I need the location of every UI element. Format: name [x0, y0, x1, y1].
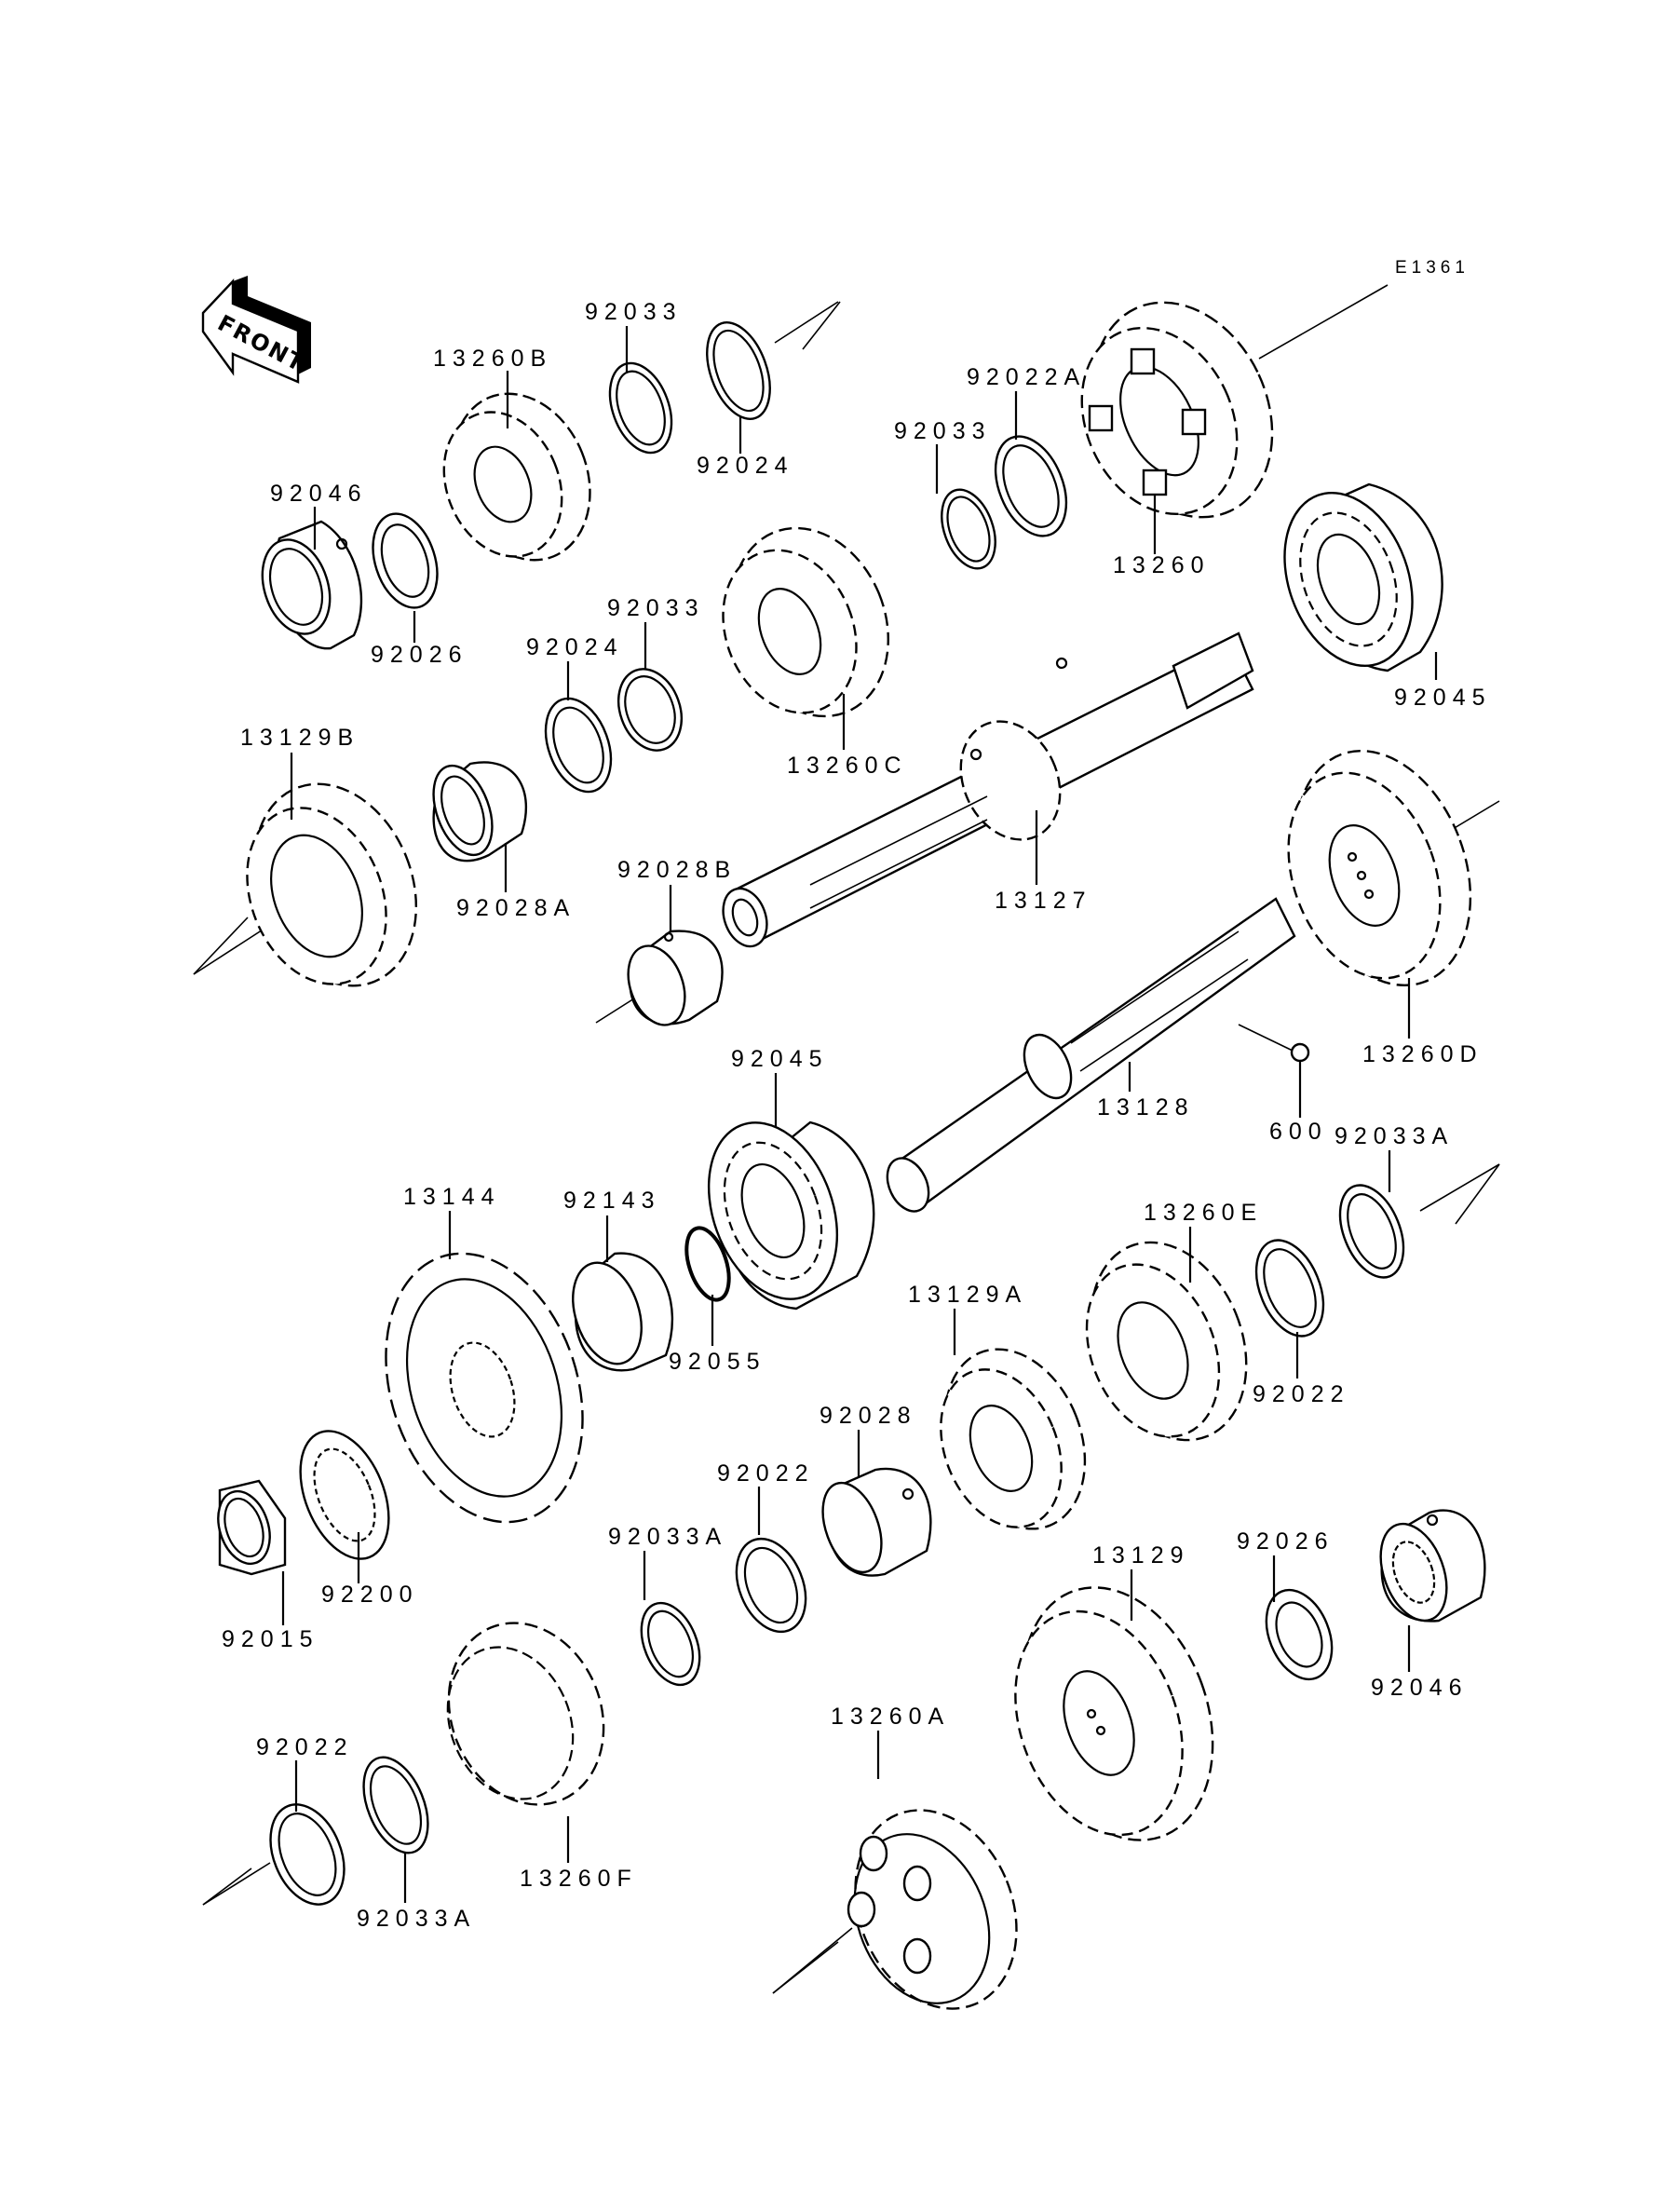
callout-label: 92022 — [1253, 1381, 1350, 1407]
callout-label: 92026 — [1237, 1528, 1335, 1555]
callout-label: 600 — [1269, 1119, 1328, 1145]
callout-label: 92033A — [608, 1524, 727, 1550]
callout-labels: 92033 13260B 92024 92046 92026 92022A 92… — [222, 299, 1492, 1932]
callout-label: 92045 — [1394, 685, 1492, 711]
callout-label: 13129 — [1092, 1542, 1190, 1569]
circlip-92033A-lower — [362, 1756, 429, 1854]
circlip-92033-c — [617, 668, 683, 752]
callout-label: 92033 — [607, 595, 705, 621]
washer-92022-right — [1254, 1239, 1325, 1338]
leader-lines — [281, 326, 1438, 1903]
bushing-92046-upper — [261, 520, 363, 650]
gear-13260D — [1287, 749, 1472, 987]
shaft-13127 — [722, 631, 1254, 948]
callout-label: 13260F — [520, 1866, 638, 1892]
callout-label: 92046 — [270, 481, 368, 507]
callout-label: 13129A — [908, 1282, 1027, 1308]
circlip-92033-a — [608, 361, 673, 455]
callout-label: 13144 — [403, 1184, 501, 1210]
bearing-92045-middle — [707, 1120, 875, 1310]
gear-13129 — [1014, 1586, 1214, 1841]
gear-13260 — [1080, 301, 1274, 519]
gear-13260F — [446, 1622, 605, 1806]
gear-13260B — [442, 392, 591, 562]
lock-washer-92200 — [299, 1430, 390, 1560]
callout-label: 92022 — [717, 1460, 815, 1487]
callout-label: 13260A — [831, 1704, 950, 1730]
circlip-92033A-mid — [640, 1601, 701, 1687]
circlip-92033-b — [941, 488, 996, 570]
callout-label: 13127 — [995, 888, 1092, 914]
callout-label: 92028 — [820, 1403, 917, 1429]
gear-13260A — [847, 1809, 1018, 2010]
callout-label: 92033 — [894, 418, 992, 444]
callout-label: 92033A — [1335, 1123, 1454, 1149]
callout-label: 92200 — [321, 1582, 419, 1608]
callout-label: 92046 — [1371, 1675, 1469, 1701]
front-arrow-icon: FRONT — [201, 276, 311, 384]
callout-label: 92022A — [967, 364, 1086, 390]
washer-92022-lower — [269, 1803, 345, 1906]
callout-label: 13260D — [1362, 1041, 1484, 1067]
callout-label: 92028A — [456, 895, 576, 921]
gear-13129B — [246, 782, 418, 987]
bushing-92028B — [627, 930, 724, 1026]
bearing-92045-upper — [1283, 482, 1443, 672]
callout-label: 92024 — [697, 453, 794, 479]
callout-label: 13260E — [1144, 1200, 1263, 1226]
callout-label: 13260B — [433, 346, 552, 372]
callout-label: 92055 — [669, 1349, 766, 1375]
collar-92143 — [572, 1252, 674, 1372]
washer-92024-a — [706, 321, 771, 420]
sprocket-13144 — [385, 1252, 584, 1524]
washer-92022-mid — [735, 1537, 807, 1634]
callout-label: 92143 — [563, 1188, 661, 1214]
callout-label: 92033 — [585, 299, 683, 325]
callout-label: 92015 — [222, 1626, 319, 1652]
washer-92024-b — [544, 697, 613, 794]
callout-label: 92026 — [371, 642, 468, 668]
callout-label: 13260 — [1113, 552, 1211, 578]
callout-label: 92045 — [731, 1046, 829, 1072]
callout-label: 13129B — [240, 725, 359, 751]
bushing-92046-lower — [1379, 1509, 1486, 1623]
bushing-92028 — [821, 1467, 932, 1577]
callout-label: 92028B — [617, 857, 737, 883]
callout-label: 13260C — [787, 753, 908, 779]
washer-92026-upper — [372, 512, 439, 609]
shaft-13128 — [886, 897, 1296, 1213]
washer-92026-lower — [1265, 1588, 1334, 1681]
circlip-92033A-right — [1338, 1184, 1405, 1279]
callout-label: 92022 — [256, 1734, 354, 1760]
callout-label: 13128 — [1097, 1094, 1195, 1120]
oring-92055 — [684, 1226, 731, 1302]
callout-label: 92024 — [526, 634, 624, 660]
reference-code: E1361 — [1395, 258, 1470, 278]
gear-13260C — [722, 526, 889, 718]
bushing-92028A — [432, 761, 527, 862]
gear-13260E — [1085, 1241, 1248, 1442]
washer-92022A — [994, 435, 1068, 537]
gear-13129A — [940, 1348, 1087, 1530]
nut-92015 — [217, 1479, 287, 1576]
ball-600 — [1238, 1024, 1310, 1063]
callout-label: 92033A — [357, 1906, 476, 1932]
